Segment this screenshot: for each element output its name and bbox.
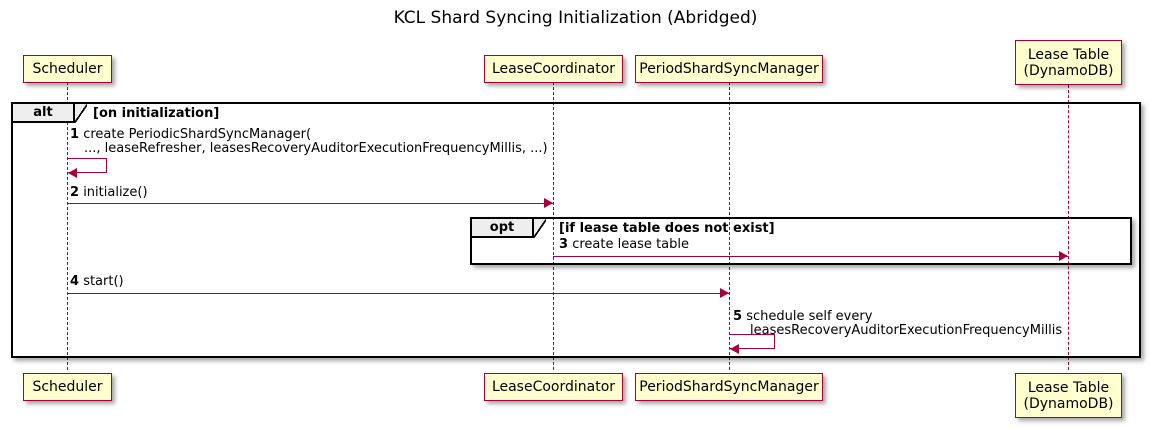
participant-scheduler-label-bottom: Scheduler xyxy=(32,379,103,395)
message-4-arrowhead xyxy=(720,288,729,298)
message-3-arrowhead xyxy=(1059,251,1068,261)
message-1-number: 1 xyxy=(70,127,80,142)
participant-periodshardsyncmanager-label-bottom: PeriodShardSyncManager xyxy=(639,379,819,395)
opt-fragment xyxy=(470,217,1132,265)
message-3-number: 3 xyxy=(559,237,569,252)
message-1-text-line2: ..., leaseRefresher, leasesRecoveryAudit… xyxy=(84,141,548,156)
message-2-label: 2 initialize() xyxy=(70,186,148,200)
participant-leasecoordinator-top[interactable]: LeaseCoordinator xyxy=(484,55,623,83)
participant-leasecoordinator-bottom[interactable]: LeaseCoordinator xyxy=(484,373,623,401)
participant-leasetable-label-line2: (DynamoDB) xyxy=(1023,62,1114,79)
message-5-label-line2: leasesRecoveryAuditorExecutionFrequencyM… xyxy=(750,324,1062,338)
message-4-text: start() xyxy=(83,274,124,289)
opt-operator-text: opt xyxy=(489,220,515,235)
participant-leasecoordinator-label-bottom: LeaseCoordinator xyxy=(491,379,616,395)
participant-periodshardsyncmanager-top[interactable]: PeriodShardSyncManager xyxy=(635,55,823,83)
message-5-text-line2: leasesRecoveryAuditorExecutionFrequencyM… xyxy=(750,323,1063,338)
participant-scheduler-label: Scheduler xyxy=(32,61,103,77)
message-5-self-loop xyxy=(729,334,775,349)
participant-scheduler-top[interactable]: Scheduler xyxy=(23,55,112,83)
alt-fragment-condition: [on initialization] xyxy=(93,106,220,121)
message-5-text-line1: schedule self every xyxy=(746,309,873,324)
message-2-line xyxy=(67,203,553,204)
alt-fragment xyxy=(11,102,1141,358)
message-1-arrowhead xyxy=(68,168,77,178)
alt-fragment-operator-label: alt xyxy=(13,104,75,123)
lifeline-periodshardsyncmanager xyxy=(729,82,730,370)
lifeline-leasetable xyxy=(1068,85,1069,370)
message-4-label: 4 start() xyxy=(70,275,124,289)
participant-periodshardsyncmanager-label: PeriodShardSyncManager xyxy=(639,61,819,77)
participant-leasetable-label-line1-bottom: Lease Table xyxy=(1027,379,1110,396)
message-4-number: 4 xyxy=(70,274,80,289)
lifeline-scheduler xyxy=(67,82,68,370)
message-3-label: 3 create lease table xyxy=(559,238,689,252)
message-2-arrowhead xyxy=(544,198,553,208)
opt-fragment-operator-label: opt xyxy=(472,219,534,238)
alt-operator-text: alt xyxy=(33,105,53,120)
opt-fragment-condition: [if lease table does not exist] xyxy=(559,221,775,236)
message-1-self-loop xyxy=(67,158,107,173)
message-5-label: 5 schedule self every xyxy=(733,310,872,324)
message-1-text-line1: create PeriodicShardSyncManager( xyxy=(83,127,312,142)
participant-scheduler-bottom[interactable]: Scheduler xyxy=(23,373,112,401)
message-5-number: 5 xyxy=(733,309,743,324)
message-5-arrowhead xyxy=(730,344,739,354)
message-2-number: 2 xyxy=(70,185,80,200)
message-2-text: initialize() xyxy=(83,185,148,200)
participant-periodshardsyncmanager-bottom[interactable]: PeriodShardSyncManager xyxy=(635,373,823,401)
message-3-text: create lease table xyxy=(572,237,689,252)
message-1-label-line2: ..., leaseRefresher, leasesRecoveryAudit… xyxy=(84,142,548,156)
page-title: KCL Shard Syncing Initialization (Abridg… xyxy=(393,8,758,28)
participant-leasetable-label-line1: Lease Table xyxy=(1027,46,1110,63)
participant-leasetable-label-line2-bottom: (DynamoDB) xyxy=(1023,395,1114,412)
opt-fragment-notch-edge xyxy=(533,219,546,238)
participant-leasecoordinator-label: LeaseCoordinator xyxy=(491,61,616,77)
message-3-line xyxy=(553,256,1068,257)
participant-leasetable-bottom[interactable]: Lease Table (DynamoDB) xyxy=(1015,373,1122,418)
message-4-line xyxy=(67,293,729,294)
lifeline-leasecoordinator xyxy=(553,82,554,370)
participant-leasetable-top[interactable]: Lease Table (DynamoDB) xyxy=(1015,40,1122,85)
alt-fragment-notch-edge xyxy=(74,104,87,123)
message-1-label: 1 create PeriodicShardSyncManager( xyxy=(70,128,311,142)
